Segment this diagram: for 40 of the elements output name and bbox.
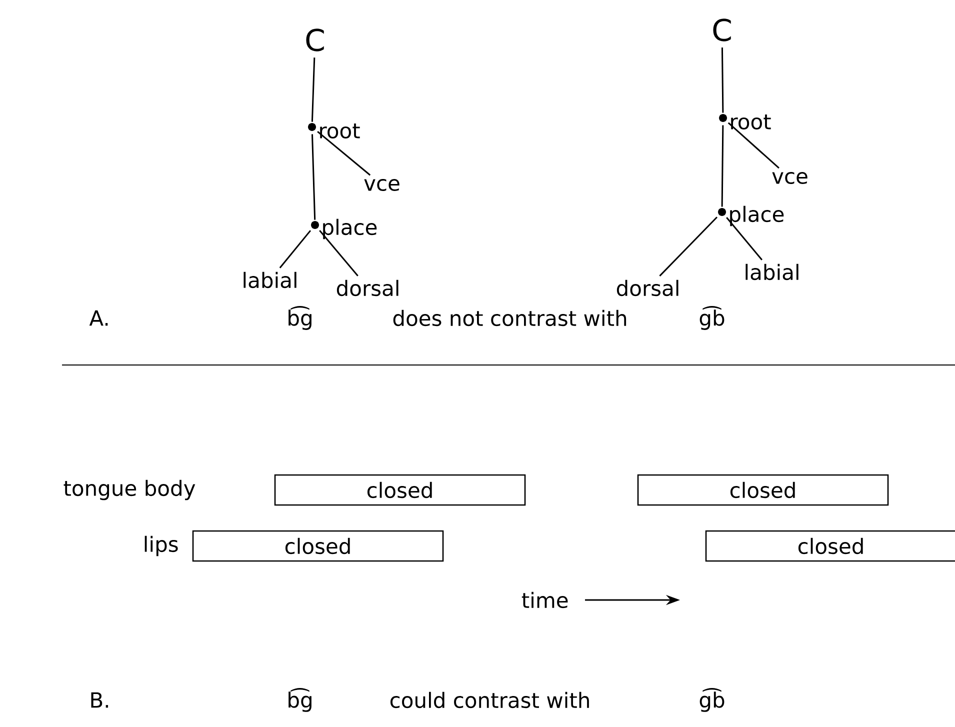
tree-label: place	[323, 218, 377, 240]
tree-line	[311, 134, 316, 220]
tied-symbol: b͡g	[288, 688, 312, 712]
tree-line	[721, 48, 724, 113]
tree-line	[721, 125, 724, 207]
tree-line	[659, 216, 718, 276]
tree-line	[311, 58, 316, 122]
tree-label: dorsal	[616, 280, 678, 296]
tree-dot	[308, 123, 316, 131]
tree-line	[319, 230, 358, 276]
tree-dot	[719, 114, 727, 122]
tree-label: labial	[244, 272, 296, 288]
tied-symbol: g͡b	[700, 688, 724, 712]
tree-line	[726, 217, 762, 260]
note-text: does not contrast with	[393, 310, 626, 326]
row-label: tongue body	[64, 480, 196, 500]
tree-line	[317, 131, 371, 176]
tree-line	[728, 122, 780, 169]
tree-label: vce	[364, 178, 400, 192]
panel-letter: A.	[89, 310, 108, 326]
panel-letter: B.	[91, 692, 108, 708]
closure-bar: closed	[637, 474, 889, 506]
tied-symbol: b͡g	[288, 306, 312, 330]
tree-label: vce	[772, 172, 808, 184]
tree-label: C	[306, 28, 324, 52]
closure-bar: closed	[705, 530, 955, 562]
tree-label: labial	[746, 264, 798, 280]
tied-symbol: g͡b	[700, 306, 724, 330]
closure-bar: closed	[192, 530, 444, 562]
tree-label: root	[731, 114, 771, 130]
note-text: could contrast with	[390, 692, 589, 708]
tree-label: place	[730, 206, 784, 226]
tree-label: root	[320, 123, 360, 139]
axis-label: time	[522, 592, 568, 608]
tree-label: dorsal	[336, 280, 398, 296]
closure-bar: closed	[274, 474, 526, 506]
tree-label: C	[713, 18, 731, 42]
tree-dot	[718, 208, 726, 216]
tree-dot	[311, 221, 319, 229]
tree-line	[279, 230, 312, 268]
